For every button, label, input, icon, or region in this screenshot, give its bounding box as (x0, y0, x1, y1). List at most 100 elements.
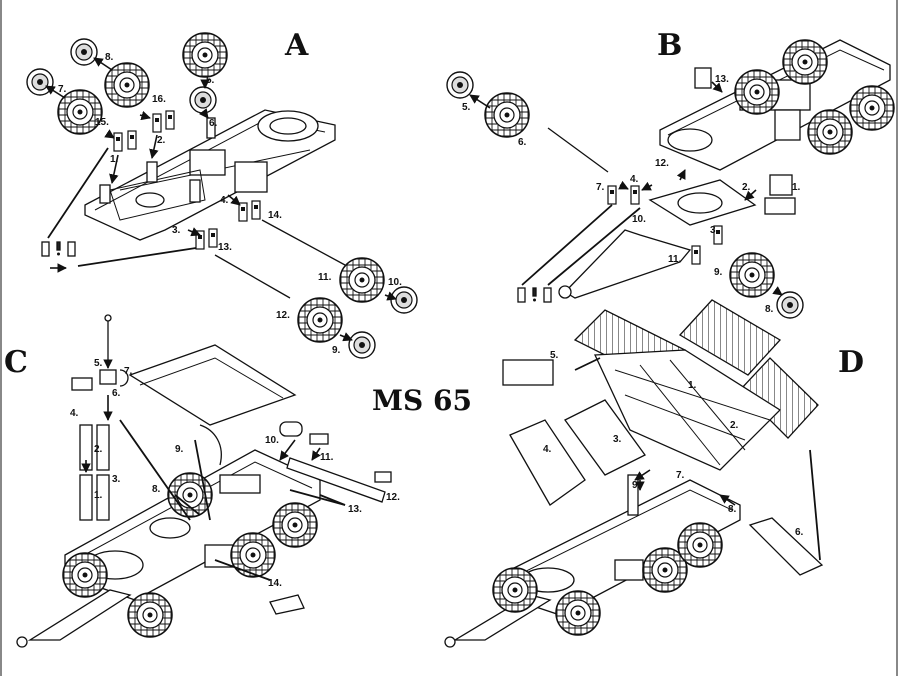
panel-b-towing-eye (558, 285, 572, 299)
panel-a: A (26, 28, 418, 359)
panel-c-label-5: 5. (94, 358, 103, 369)
panel-b-label-12: 12. (655, 158, 669, 169)
panel-a-label-15: 15. (95, 117, 109, 128)
panel-c-label-13: 13. (348, 504, 362, 515)
panel-c-tube-1 (79, 474, 93, 521)
panel-d-label-2: 2. (730, 420, 739, 431)
panel-a-tyre-5 (182, 32, 228, 78)
panel-c-label-4: 4. (70, 408, 79, 419)
panel-c-label-9: 9. (175, 444, 184, 455)
panel-d-tipper-body (594, 349, 782, 471)
panel-c-label-12: 12. (386, 492, 400, 503)
panel-b-tyre-rear3 (807, 109, 853, 155)
panel-c-letter: C (4, 345, 28, 380)
panel-c-drawbar (27, 589, 132, 641)
panel-c-label-1: 1. (94, 490, 103, 501)
panel-d-board-3 (564, 399, 646, 476)
panel-b-chassis (648, 39, 891, 226)
panel-c-cap-4 (71, 377, 93, 391)
panel-a-tyre-12 (297, 297, 343, 343)
panel-a-bracket-15b (127, 130, 137, 150)
panel-a-axle-12 (214, 254, 291, 299)
panel-d-label-4: 4. (543, 444, 552, 455)
panel-d-label-3: 3. (613, 434, 622, 445)
panel-b: B (446, 28, 895, 319)
panel-c-label-7: 7. (124, 366, 133, 377)
panel-a-letter: A (284, 28, 309, 63)
panel-d-towing-eye (444, 636, 456, 648)
panel-b-label-5: 5. (462, 102, 471, 113)
panel-c-mudguard (199, 424, 222, 466)
panel-a-hub-6 (189, 86, 217, 114)
panel-d-side-2 (678, 299, 782, 376)
panel-b-tyre-rear2 (849, 85, 895, 131)
panel-a-label-2: 2. (157, 135, 166, 146)
panel-c-part-11 (309, 433, 329, 445)
sheet-title: MS 65 (372, 384, 472, 417)
panel-a-label-5: 5. (206, 75, 215, 86)
panel-d: D 5. 1 (444, 299, 864, 648)
panel-c-label-11: 11. (320, 452, 334, 463)
panel-b-bracket-11 (691, 245, 701, 265)
panel-c-chassis (64, 449, 321, 601)
panel-c-tyre-1 (230, 532, 276, 578)
panel-a-hub-8 (70, 38, 98, 66)
panel-b-label-6: 6. (518, 137, 527, 148)
panel-b-hub-8 (776, 291, 804, 319)
panel-b-part-1 (769, 174, 793, 196)
panel-a-label-4: 4. (220, 195, 229, 206)
panel-d-label-9: 9. (632, 480, 641, 491)
panel-b-label-2: 2. (742, 182, 751, 193)
panel-d-tyre-3 (555, 590, 601, 636)
panel-a-bracket-13b (208, 228, 218, 248)
panel-d-letter: D (838, 345, 864, 380)
panel-a-axle-11 (261, 219, 346, 266)
panel-c-tube-1b (96, 474, 110, 521)
panel-a-bracket-15 (113, 132, 123, 152)
panel-c-part-12 (286, 457, 386, 503)
panel-c: C MS 65 (4, 314, 472, 648)
panel-b-label-13: 13. (715, 74, 729, 85)
panel-c-cap-6 (99, 369, 117, 385)
panel-c-ring-7 (119, 369, 129, 387)
panel-a-label-8: 8. (105, 52, 114, 63)
panel-a-label-16: 16. (152, 94, 166, 105)
panel-b-tyre-rear1 (782, 39, 828, 85)
panel-c-tyre-4 (62, 552, 108, 598)
panel-a-label-10: 10. (388, 277, 402, 288)
panel-b-hub-5 (446, 71, 474, 99)
panel-a-label-12: 12. (276, 310, 290, 321)
panel-c-towing-eye (16, 636, 28, 648)
panel-b-part-1b (764, 197, 796, 215)
panel-c-label-10: 10. (265, 435, 279, 446)
panel-c-label-14: 14. (268, 578, 282, 589)
panel-d-tyre-4 (492, 567, 538, 613)
panel-b-drawbar (563, 229, 692, 299)
panel-c-mudguard-frame (128, 344, 297, 426)
panel-b-bracket-7 (607, 185, 617, 205)
panel-b-tyre-6 (484, 92, 530, 138)
panel-b-label-7: 7. (596, 182, 605, 193)
panel-b-label-3: 3. (710, 225, 719, 236)
panel-b-detail-callout (517, 287, 552, 303)
panel-a-pin-6 (206, 117, 216, 139)
panel-a-label-7: 7. (58, 84, 67, 95)
panel-a-bracket-16b (165, 110, 175, 130)
panel-a-tyre-11 (339, 257, 385, 303)
panel-c-label-8: 8. (152, 484, 161, 495)
panel-d-side-3 (739, 357, 819, 439)
panel-b-tyre-rear4 (734, 69, 780, 115)
panel-b-label-4: 4. (630, 174, 639, 185)
panel-b-label-1: 1. (792, 182, 801, 193)
panel-a-label-14: 14. (268, 210, 282, 221)
panel-c-plate-14 (269, 594, 305, 615)
panel-a-chassis (84, 109, 336, 241)
panel-d-board-6 (748, 517, 824, 576)
panel-a-bracket-14 (238, 202, 248, 222)
panel-a-label-3: 3. (172, 225, 181, 236)
panel-d-label-8: 8. (728, 504, 737, 515)
panel-a-hub-7 (26, 68, 54, 96)
panel-c-label-6: 6. (112, 388, 121, 399)
panel-b-label-9: 9. (714, 267, 723, 278)
panel-a-hub-9 (348, 331, 376, 359)
